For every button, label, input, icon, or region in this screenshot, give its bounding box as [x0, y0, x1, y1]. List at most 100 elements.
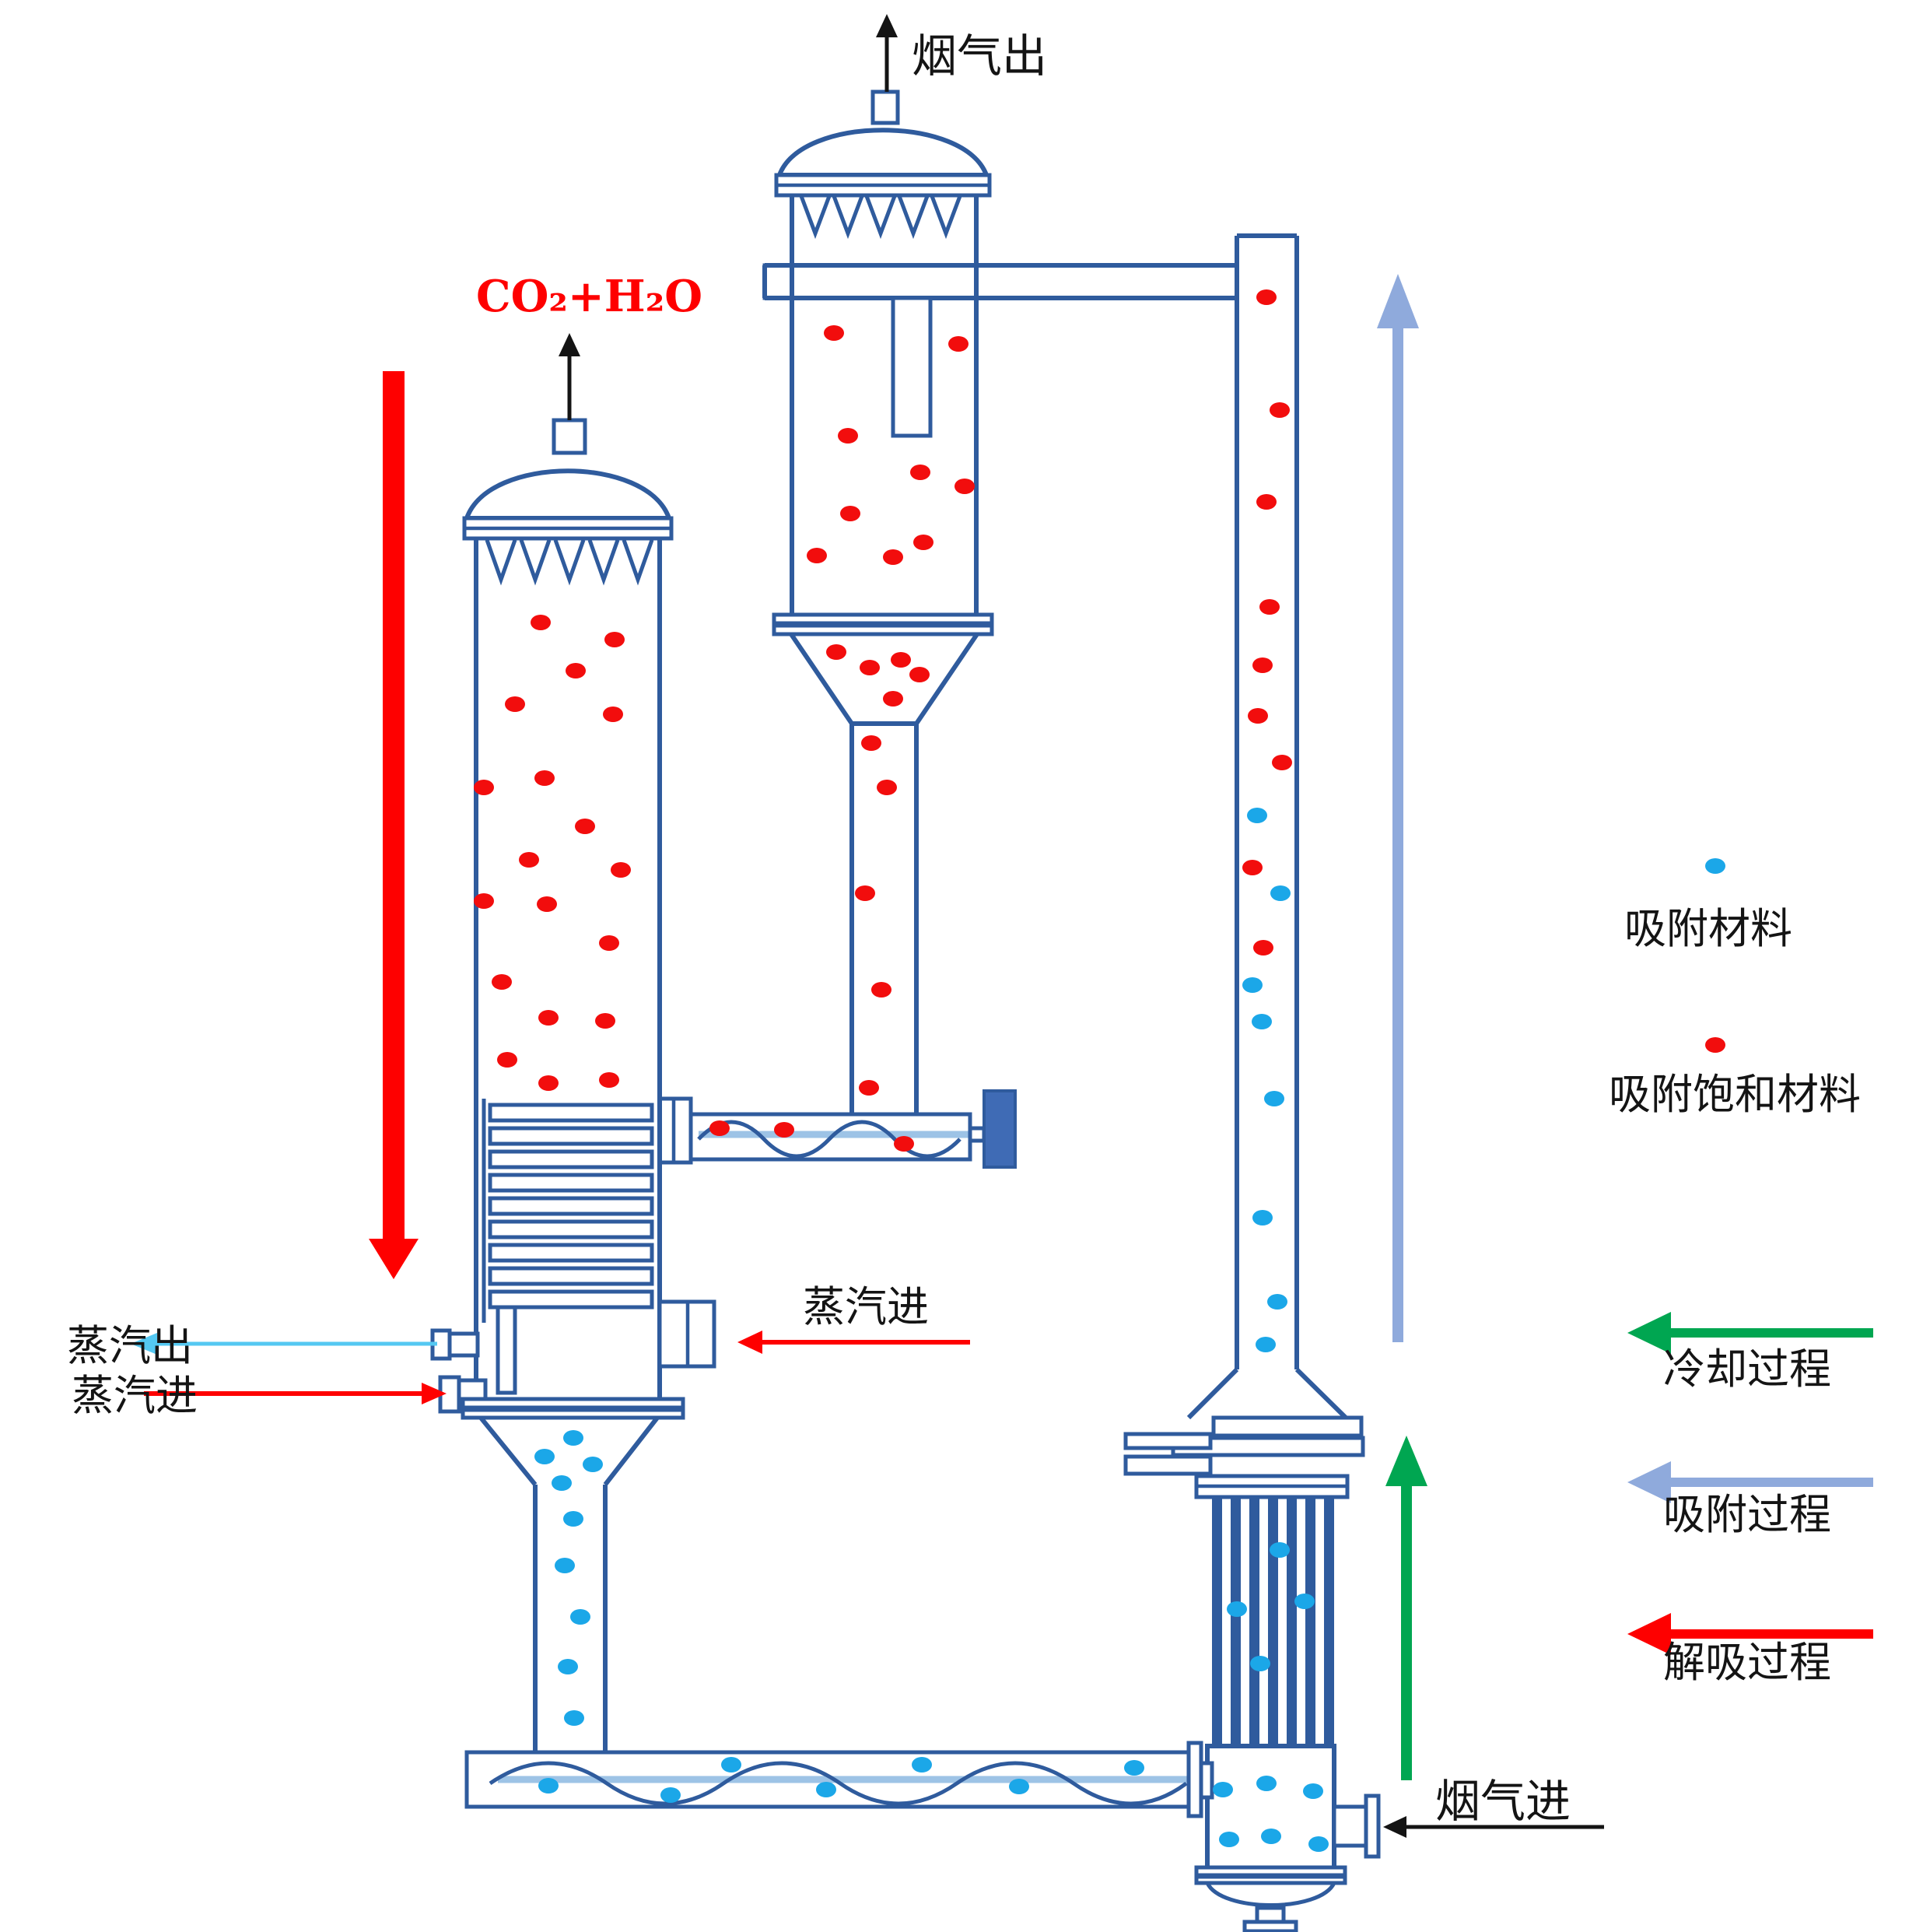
particle-dot: [566, 663, 586, 678]
particle-dot: [709, 1120, 730, 1136]
particle-dot: [1252, 1014, 1272, 1029]
flue-gas-in-arrow-icon: [1383, 1816, 1604, 1838]
particle-dot: [913, 535, 933, 550]
particle-dot: [826, 644, 846, 660]
cooler-bottom-flange: [1194, 1865, 1347, 1878]
particle-dot: [1250, 1656, 1270, 1671]
adsorber-dip-tube: [891, 296, 933, 438]
particle-dot: [604, 632, 625, 647]
particle-dot: [534, 770, 555, 786]
cooler-header-stub-upper: [1123, 1432, 1213, 1450]
riser-pipe: [1186, 233, 1348, 1420]
adsorber-bottom-flange: [772, 612, 994, 626]
particle-dot: [563, 1430, 583, 1446]
adsorber-spray-nozzles: [799, 195, 962, 240]
particle-dot: [603, 707, 623, 722]
adsorber-funnel-particles: [826, 644, 930, 707]
desorber-spray-nozzles: [485, 539, 654, 586]
adsorber-vessel: [772, 89, 994, 1114]
particle-dot: [912, 1757, 932, 1772]
cooling-up-arrow-icon: [1385, 1436, 1427, 1780]
particle-dot: [558, 1659, 578, 1674]
particle-dot: [1213, 1782, 1233, 1797]
particle-dot: [1256, 494, 1277, 510]
steam-out-arrow-icon: [131, 1333, 437, 1355]
particle-dot: [497, 1052, 517, 1068]
particle-dot: [721, 1757, 741, 1772]
conveyor-motor: [983, 1089, 1017, 1169]
particle-dot: [538, 1075, 559, 1091]
particle-dot: [1270, 1542, 1290, 1558]
label-steam-in-center: 蒸汽进: [803, 1284, 929, 1331]
desorber-bottom-flange: [461, 1397, 685, 1410]
adsorber-dome: [776, 128, 990, 177]
particle-dot: [1256, 1337, 1276, 1352]
particle-dot: [531, 615, 551, 630]
particle-dot: [599, 1072, 619, 1088]
particle-dot: [1270, 885, 1291, 901]
label-co2-h2o: CO₂+H₂O: [476, 271, 702, 322]
legend: 吸附材料 吸附饱和材料 冷却过程 吸附过程 解吸过程: [1609, 858, 1873, 1686]
cooler-tubes: [1212, 1497, 1334, 1746]
particle-dot: [883, 549, 903, 565]
particle-dot: [840, 506, 860, 521]
conveyor-screw: [697, 1120, 962, 1159]
particle-dot: [1272, 755, 1292, 770]
desorber-dome: [463, 468, 673, 521]
desorber-top-nozzle: [552, 418, 587, 455]
particle-dot: [883, 691, 903, 707]
bottom-screw: [489, 1761, 1188, 1806]
riser-adsorbent-particles: [1242, 808, 1291, 1352]
particle-dot: [1261, 1829, 1281, 1844]
particle-dot: [891, 652, 911, 668]
particle-dot: [563, 1511, 583, 1527]
downcomer-saturated-particles: [855, 735, 897, 1096]
particle-dot: [948, 336, 969, 352]
particle-dot: [1248, 708, 1268, 724]
desorber-funnel: [478, 1416, 538, 1486]
adsorber-top-nozzle: [870, 89, 900, 125]
flue-gas-inlet-nozzle: [1332, 1804, 1371, 1848]
particle-dot: [877, 780, 897, 795]
cooler-unit: [1123, 1415, 1381, 1932]
legend-adsorbent-dot-icon: [1705, 858, 1725, 874]
particle-dot: [1227, 1601, 1247, 1617]
particle-dot: [954, 479, 975, 494]
adsorber-saturated-particles: [807, 325, 975, 565]
particle-dot: [1308, 1836, 1329, 1852]
particle-dot: [1256, 289, 1277, 305]
label-flue-gas-in: 烟气进: [1435, 1776, 1571, 1827]
particle-dot: [611, 862, 631, 878]
particle-dot: [894, 1136, 914, 1152]
desorber-funnel-particles: [534, 1430, 603, 1491]
upper-screw-conveyor: [657, 1089, 1017, 1169]
particle-dot: [910, 465, 930, 480]
cooler-particles: [1227, 1542, 1315, 1671]
bottom-trough-particles: [538, 1757, 1144, 1803]
particle-dot: [1259, 599, 1280, 615]
particle-dot: [474, 893, 494, 909]
particle-dot: [1294, 1594, 1315, 1609]
drum-particles: [1213, 1776, 1329, 1852]
particle-dot: [564, 1710, 584, 1726]
particle-dot: [537, 896, 557, 912]
particle-dot: [861, 735, 881, 751]
particle-dot: [1264, 1091, 1284, 1106]
particle-dot: [1252, 1210, 1273, 1225]
bottom-screw-conveyor: [464, 1741, 1214, 1818]
particle-dot: [1303, 1783, 1323, 1799]
legend-desorption-arrow-icon: [1627, 1613, 1873, 1655]
particle-dot: [1267, 1294, 1287, 1310]
particle-dot: [838, 428, 858, 444]
desorber-column: [430, 418, 716, 1752]
particle-dot: [595, 1013, 615, 1029]
desorber-saturated-particles: [474, 615, 631, 1091]
particle-dot: [871, 982, 891, 998]
particle-dot: [909, 667, 930, 682]
legend-adsorption-arrow-icon: [1627, 1461, 1873, 1503]
riser-saturated-particles: [1242, 289, 1292, 955]
particle-dot: [774, 1122, 794, 1138]
desorber-heat-exchanger: [482, 1099, 654, 1395]
